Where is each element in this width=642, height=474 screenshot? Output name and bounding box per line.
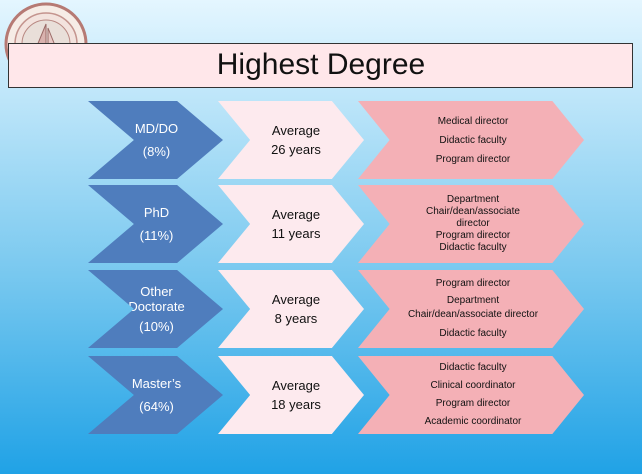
role-item: Chair/dean/associate director [407,309,539,320]
role-item: Program director [435,278,511,289]
degree-label: Master’s [131,376,182,391]
degree-label: Other [140,284,173,299]
degree-label-line2: Doctorate [128,299,185,314]
roles-chevron-phd: Department Chair/dean/associate director… [358,185,584,263]
role-item: Program director [435,153,511,165]
role-item: Department [446,295,500,306]
degree-label: MD/DO [134,121,179,136]
degree-chevron-phd: PhD (11%) [88,185,223,263]
role-item: Program director [435,398,511,409]
average-years: 8 years [274,311,318,326]
role-item: Clinical coordinator [430,380,516,391]
degree-percent: (8%) [142,144,171,159]
degree-chevron-md-do: MD/DO (8%) [88,101,223,179]
title-bar [8,43,633,88]
average-years: 26 years [271,142,321,157]
roles-chevron-other-doctorate: Program director Department Chair/dean/a… [358,270,584,348]
degree-chevron-other-doctorate: Other Doctorate (10%) [88,270,223,348]
average-chevron-masters: Average 18 years [218,356,364,434]
slide-title: Highest Degree [216,48,426,81]
role-item: Didactic faculty [439,328,507,339]
role-item: Department [446,194,500,205]
role-item: Didactic faculty [439,134,507,146]
degree-percent: (11%) [139,228,174,243]
roles-chevron-md-do: Medical director Didactic faculty Progra… [358,101,584,179]
average-years: 18 years [271,397,321,412]
role-item: Program director [435,230,511,241]
average-label: Average [271,123,321,138]
average-chevron-phd: Average 11 years [218,185,364,263]
role-item: Chair/dean/associate [426,206,520,217]
degree-chevron-masters: Master’s (64%) [88,356,223,434]
role-item: Medical director [437,115,509,127]
average-label: Average [271,378,321,393]
degree-label: PhD [143,205,170,220]
role-item: director [456,218,490,229]
roles-chevron-masters: Didactic faculty Clinical coordinator Pr… [358,356,584,434]
degree-percent: (64%) [139,399,174,414]
degree-percent: (10%) [139,319,174,334]
role-item: Academic coordinator [424,416,522,427]
role-item: Didactic faculty [439,362,507,373]
average-years: 11 years [271,226,321,241]
average-chevron-other-doctorate: Average 8 years [218,270,364,348]
average-label: Average [271,292,321,307]
average-chevron-md-do: Average 26 years [218,101,364,179]
role-item: Didactic faculty [439,242,507,253]
average-label: Average [271,207,321,222]
